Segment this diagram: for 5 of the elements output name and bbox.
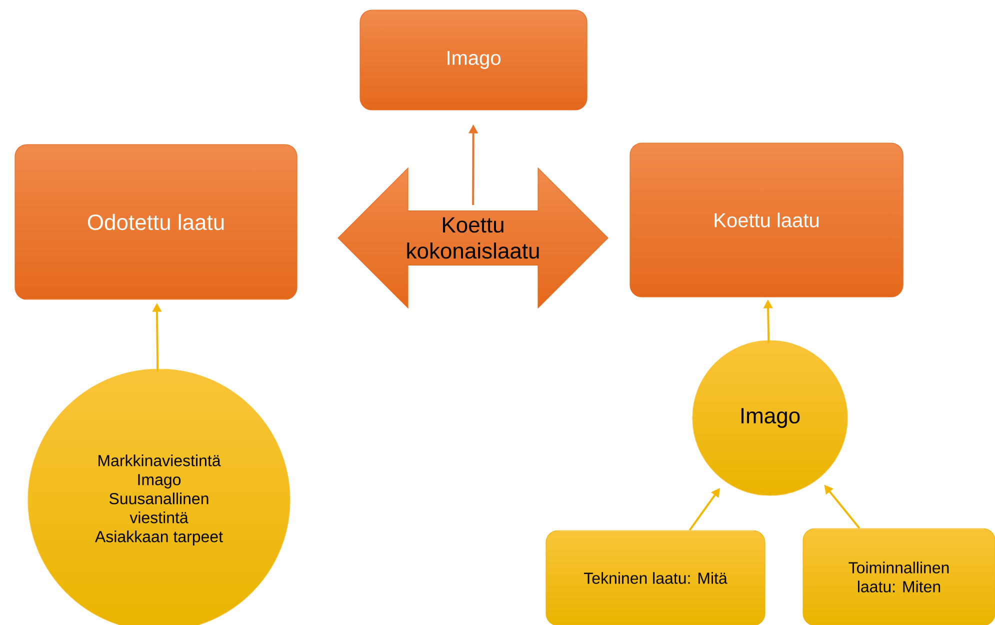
- process-box: Imago: [360, 10, 588, 110]
- process-box: Koettu laatu: [630, 142, 904, 298]
- process-box: Toiminnallinen laatu: Miten: [802, 528, 995, 625]
- process-box: Tekninen laatu: Mitä: [546, 530, 766, 625]
- process-box: Odotettu laatu: [14, 144, 298, 300]
